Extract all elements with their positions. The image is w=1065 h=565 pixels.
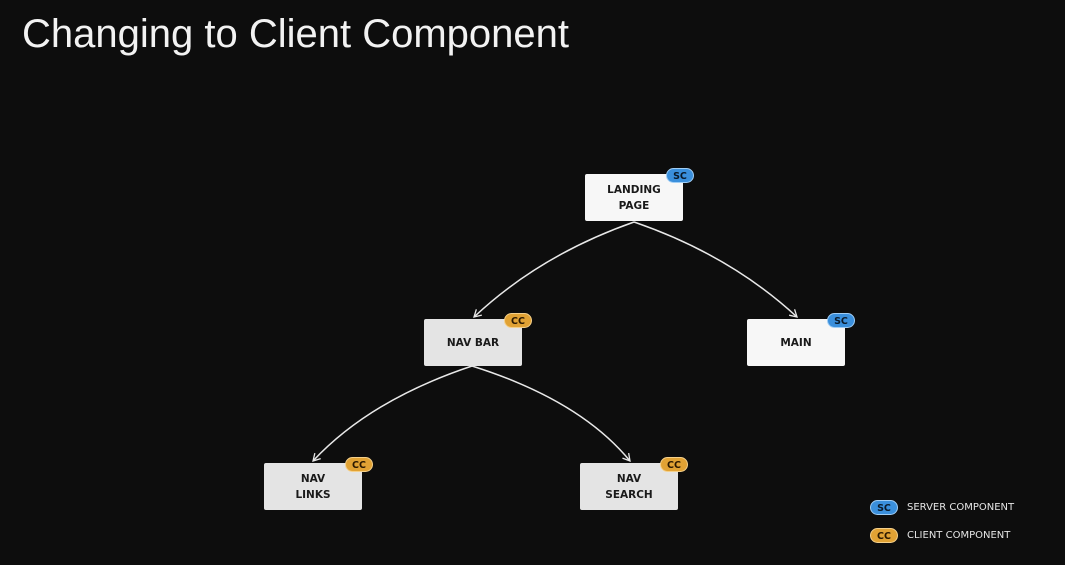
server-component-badge: SC xyxy=(666,168,694,183)
legend-client-badge: CC xyxy=(870,527,898,543)
node-main-label: MAIN xyxy=(780,336,812,349)
node-nav-links: NAV LINKS xyxy=(264,463,362,510)
edge-navbar-to-navsearch xyxy=(471,365,631,463)
node-landing-page: LANDING PAGE xyxy=(585,174,683,221)
node-nav-search-label: NAV SEARCH xyxy=(605,472,653,501)
node-nav-links-label: NAV LINKS xyxy=(295,472,331,501)
edge-landing-to-main xyxy=(633,221,798,318)
legend-server-badge: SC xyxy=(870,499,898,515)
edge-navbar-to-navlinks xyxy=(312,365,473,462)
node-main: MAIN xyxy=(747,319,845,366)
server-component-badge: SC xyxy=(827,313,855,328)
client-component-badge: CC xyxy=(345,457,373,472)
client-component-badge: CC xyxy=(504,313,532,328)
node-nav-bar-label: NAV BAR xyxy=(446,336,500,349)
edge-landing-to-navbar xyxy=(473,221,635,318)
legend-client-label: CLIENT COMPONENT xyxy=(907,529,1011,541)
client-component-badge: CC xyxy=(660,457,688,472)
slide-title: Changing to Client Component xyxy=(22,12,570,56)
legend-server-label: SERVER COMPONENT xyxy=(907,501,1015,513)
node-landing-page-label: LANDING PAGE xyxy=(607,183,661,212)
legend-server-component: SC SERVER COMPONENT xyxy=(870,499,1014,515)
node-nav-search: NAV SEARCH xyxy=(580,463,678,510)
node-nav-bar: NAV BAR xyxy=(424,319,522,366)
legend-client-component: CC CLIENT COMPONENT xyxy=(870,527,1010,543)
